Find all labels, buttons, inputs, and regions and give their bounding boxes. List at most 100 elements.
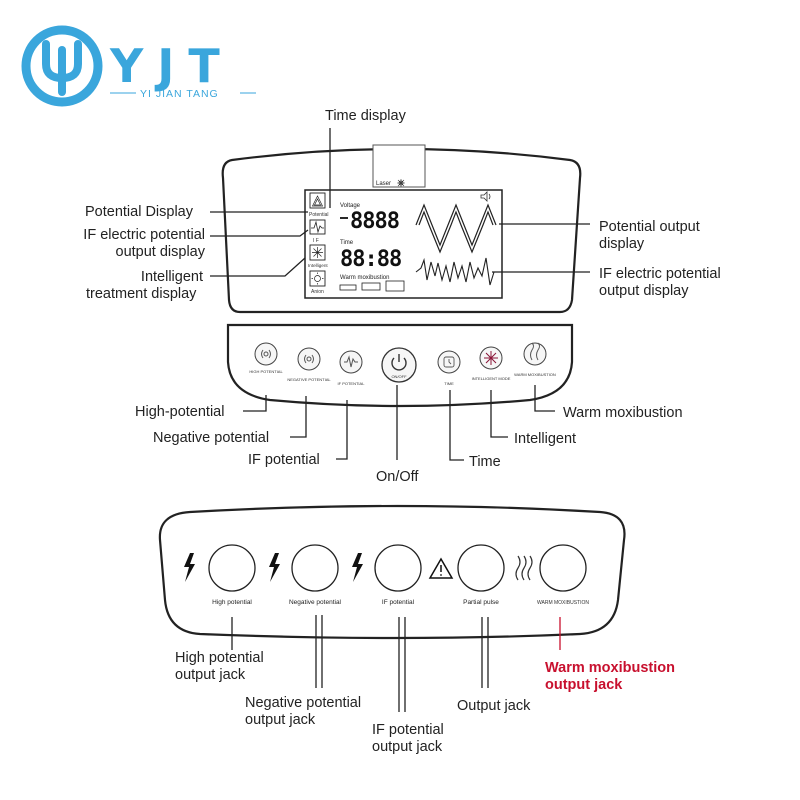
laser-window <box>372 144 426 188</box>
button-time-label: TIME <box>444 381 454 386</box>
waves-icon <box>304 354 314 364</box>
lightning-icon <box>184 553 195 582</box>
jack-high-potential[interactable]: High potential <box>184 544 256 606</box>
heat-icon <box>515 555 533 581</box>
brand-name: YJT <box>109 39 234 93</box>
callout-warm-moxibustion: Warm moxibustion <box>563 405 683 421</box>
jack-warm-moxibustion[interactable]: WARM MOXIBUSTION <box>515 544 589 606</box>
warm-level-3 <box>385 280 405 292</box>
warning-icon <box>428 557 454 579</box>
callout-potential-output-line1: Potential output <box>599 219 700 235</box>
callout-negative-output-line2: output jack <box>245 712 316 728</box>
speaker-icon <box>480 191 491 202</box>
callout-negative-potential: Negative potential <box>153 430 269 446</box>
callout-time-display: Time display <box>325 108 407 124</box>
callout-intelligent-display-line1: Intelligent <box>141 269 203 285</box>
callout-if-display-line2: output display <box>116 244 206 260</box>
sun-icon <box>314 275 321 282</box>
heat-icon <box>530 342 540 361</box>
lightning-icon <box>352 553 363 582</box>
jack-warm-moxibustion-socket[interactable] <box>539 544 587 592</box>
jack-negative-potential-socket[interactable] <box>291 544 339 592</box>
jack-warm-moxibustion-label: WARM MOXIBUSTION <box>537 600 589 606</box>
top-callouts <box>210 128 590 461</box>
laser-label: Laser <box>376 181 391 187</box>
potential-output-wave <box>415 203 497 254</box>
time-label: Time <box>340 240 354 246</box>
jack-high-potential-socket[interactable] <box>208 544 256 592</box>
button-intelligent-mode-label: INTELLIGENT MODE <box>472 376 511 381</box>
callout-potential-display: Potential Display <box>85 204 194 220</box>
jack-negative-potential[interactable]: Negative potential <box>269 544 342 606</box>
lightning-icon <box>269 553 280 582</box>
callout-if-potential: IF potential <box>248 452 320 468</box>
voltage-digits: 8888 <box>350 209 399 234</box>
power-icon <box>391 357 407 371</box>
callout-on-off: On/Off <box>376 469 419 485</box>
voltage-label: Voltage <box>340 203 361 209</box>
warm-level-1 <box>339 284 357 291</box>
callout-warm-output-line2: output jack <box>545 677 623 693</box>
fan-icon <box>312 247 323 258</box>
callout-intelligent: Intelligent <box>514 431 576 447</box>
jack-if-potential-label: IF potential <box>382 599 415 606</box>
warm-level-2 <box>361 282 381 291</box>
button-if-potential[interactable]: IF POTENTIAL <box>338 350 366 386</box>
lcd-icon-if-label: I F <box>313 238 319 244</box>
if-output-wave <box>415 257 495 286</box>
callout-if-output-line2: output display <box>599 283 689 299</box>
callout-if-output-line1: IF potential <box>372 722 444 738</box>
callout-time: Time <box>469 454 501 470</box>
wave-icon <box>344 355 358 368</box>
callout-potential-output-line2: display <box>599 236 645 252</box>
laser-icon <box>397 179 405 187</box>
button-if-potential-label: IF POTENTIAL <box>338 381 366 386</box>
button-high-potential[interactable]: HIGH POTENTIAL <box>249 342 283 374</box>
lcd-icon-intelligent-label: Intelligent <box>308 263 328 268</box>
jack-high-potential-label: High potential <box>212 599 252 606</box>
button-warm-moxibustion-label: WARM MOXIBUSTION <box>514 372 556 377</box>
button-time[interactable]: TIME <box>437 350 461 386</box>
callout-high-output-line1: High potential <box>175 650 264 666</box>
lcd-icon-anion-label: Anion <box>311 289 324 295</box>
callout-intelligent-display-line2: treatment display <box>86 286 197 302</box>
device-top: Laser Potential I F Intelligent <box>221 144 582 408</box>
logo-ring <box>21 25 103 107</box>
waves-icon <box>261 349 271 359</box>
lcd-icon-intelligent: Intelligent <box>308 244 328 268</box>
lcd-icon-if: I F <box>309 219 326 244</box>
button-high-potential-label: HIGH POTENTIAL <box>249 369 283 374</box>
callout-negative-output-line1: Negative potential <box>245 695 361 711</box>
jack-partial-pulse-socket[interactable] <box>457 544 505 592</box>
jack-if-potential[interactable]: IF potential <box>352 544 422 606</box>
clock-icon <box>443 356 455 368</box>
callout-if-output-line1: IF electric potential <box>599 266 721 282</box>
callout-if-output-line2: output jack <box>372 739 443 755</box>
fan-icon <box>484 351 498 365</box>
button-on-off[interactable]: ON/OFF <box>381 347 417 383</box>
button-negative-potential[interactable]: NEGATIVE POTENTIAL <box>287 347 331 382</box>
button-warm-moxibustion[interactable]: WARM MOXIBUSTION <box>514 342 556 377</box>
button-on-off-label: ON/OFF <box>391 374 407 379</box>
callout-high-potential: High-potential <box>135 404 224 420</box>
callout-output-jack: Output jack <box>457 698 531 714</box>
callout-if-display-line1: IF electric potential <box>83 227 205 243</box>
jack-if-potential-socket[interactable] <box>374 544 422 592</box>
brand-subtitle: YI JIAN TANG <box>140 88 219 100</box>
brand-logo: YJT YI JIAN TANG <box>21 25 256 107</box>
triangle-icon <box>311 195 324 207</box>
lcd-icon-potential: Potential <box>309 192 328 218</box>
callout-high-output-line2: output jack <box>175 667 246 683</box>
jack-partial-pulse-label: Partial pulse <box>463 599 499 606</box>
button-intelligent-mode[interactable]: INTELLIGENT MODE <box>472 346 511 381</box>
lcd-icon-anion: Anion <box>309 270 326 295</box>
callout-warm-output-line1: Warm moxibustion <box>545 660 675 676</box>
time-digits: 88:88 <box>340 247 401 272</box>
bottom-callouts <box>231 615 561 712</box>
warm-moxibustion-label: Warm moxibustion <box>340 275 389 281</box>
jack-partial-pulse[interactable]: Partial pulse <box>428 544 505 606</box>
lcd-icon-potential-label: Potential <box>309 212 328 218</box>
wave-icon <box>311 220 324 234</box>
jack-negative-potential-label: Negative potential <box>289 599 342 606</box>
